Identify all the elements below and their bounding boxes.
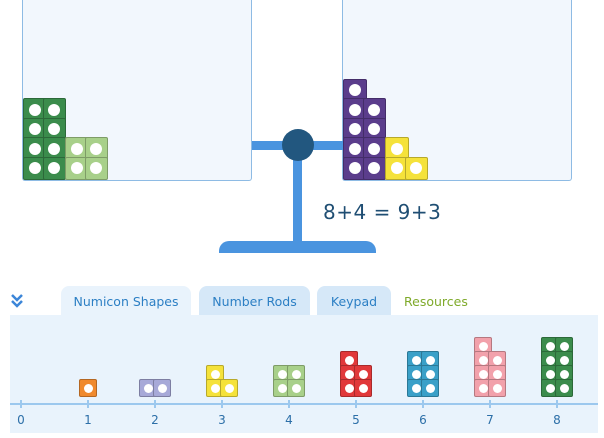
numicon-hole (210, 369, 220, 379)
numicon-hole (28, 123, 41, 136)
numicon-hole (559, 355, 569, 365)
numicon-hole (90, 162, 103, 175)
balance-pivot (282, 129, 314, 161)
numicon-hole (291, 383, 301, 393)
number-line-label: 0 (17, 413, 25, 427)
number-line-label: 6 (419, 413, 427, 427)
numicon-hole (545, 355, 555, 365)
balance-base (219, 241, 376, 253)
numicon-hole (358, 369, 368, 379)
numicon-hole (559, 369, 569, 379)
number-line-tick (87, 400, 89, 408)
numicon-hole (545, 369, 555, 379)
numicon-hole (344, 383, 354, 393)
tab-numicon-shapes[interactable]: Numicon Shapes (61, 286, 191, 316)
numicon-hole (390, 142, 403, 155)
numicon-hole (344, 355, 354, 365)
numicon-hole (48, 103, 61, 116)
numicon-hole (28, 142, 41, 155)
numicon-hole (411, 355, 421, 365)
numicon-hole (559, 341, 569, 351)
numicon-hole (28, 162, 41, 175)
numicon-hole (478, 341, 488, 351)
numicon-hole (143, 383, 153, 393)
numicon-hole (559, 383, 569, 393)
number-line-label: 8 (553, 413, 561, 427)
number-line-label: 7 (486, 413, 494, 427)
numicon-hole (210, 383, 220, 393)
numicon-hole (492, 383, 502, 393)
number-line-tick (20, 400, 22, 408)
number-line-label: 3 (218, 413, 226, 427)
numicon-hole (344, 369, 354, 379)
tab-keypad[interactable]: Keypad (317, 286, 391, 316)
number-line-tick (556, 400, 558, 408)
numicon-hole (70, 162, 83, 175)
balance-post (293, 146, 302, 246)
numicon-hole (48, 142, 61, 155)
numicon-hole (224, 383, 234, 393)
number-line-tick (288, 400, 290, 408)
equation-text: 8+4 = 9+3 (323, 200, 442, 224)
numicon-hole (411, 383, 421, 393)
numicon-hole (545, 383, 555, 393)
numicon-hole (411, 369, 421, 379)
numicon-hole (545, 341, 555, 351)
numicon-hole (83, 383, 93, 393)
number-line-label: 2 (151, 413, 159, 427)
numicon-hole (492, 355, 502, 365)
numicon-hole (368, 123, 381, 136)
numicon-hole (425, 369, 435, 379)
tab-resources[interactable]: Resources (404, 293, 468, 309)
numicon-hole (348, 123, 361, 136)
numicon-hole (28, 103, 41, 116)
number-line-label: 1 (84, 413, 92, 427)
balance-beam-left (252, 141, 298, 150)
number-line-label: 5 (352, 413, 360, 427)
number-line (10, 403, 598, 405)
number-line-label: 4 (285, 413, 293, 427)
numicon-hole (291, 369, 301, 379)
number-line-tick (154, 400, 156, 408)
number-line-tick (489, 400, 491, 408)
numicon-hole (358, 383, 368, 393)
numicon-hole (390, 162, 403, 175)
numicon-hole (48, 162, 61, 175)
numicon-hole (492, 369, 502, 379)
numicon-hole (348, 162, 361, 175)
numicon-hole (478, 355, 488, 365)
numicon-hole (410, 162, 423, 175)
numicon-hole (368, 162, 381, 175)
numicon-hole (90, 142, 103, 155)
numicon-hole (425, 355, 435, 365)
numicon-hole (368, 142, 381, 155)
number-line-tick (221, 400, 223, 408)
numicon-hole (478, 369, 488, 379)
numicon-hole (478, 383, 488, 393)
number-line-tick (422, 400, 424, 408)
numicon-hole (70, 142, 83, 155)
numicon-hole (48, 123, 61, 136)
numicon-hole (348, 142, 361, 155)
numicon-hole (425, 383, 435, 393)
numicon-hole (348, 84, 361, 97)
number-line-tick (355, 400, 357, 408)
tab-number-rods[interactable]: Number Rods (199, 286, 310, 316)
numicon-hole (368, 103, 381, 116)
numicon-hole (348, 103, 361, 116)
numicon-hole (277, 383, 287, 393)
balance-beam-right (298, 141, 344, 150)
numicon-hole (157, 383, 167, 393)
numicon-hole (277, 369, 287, 379)
double-chevron-down-icon[interactable] (11, 293, 23, 309)
